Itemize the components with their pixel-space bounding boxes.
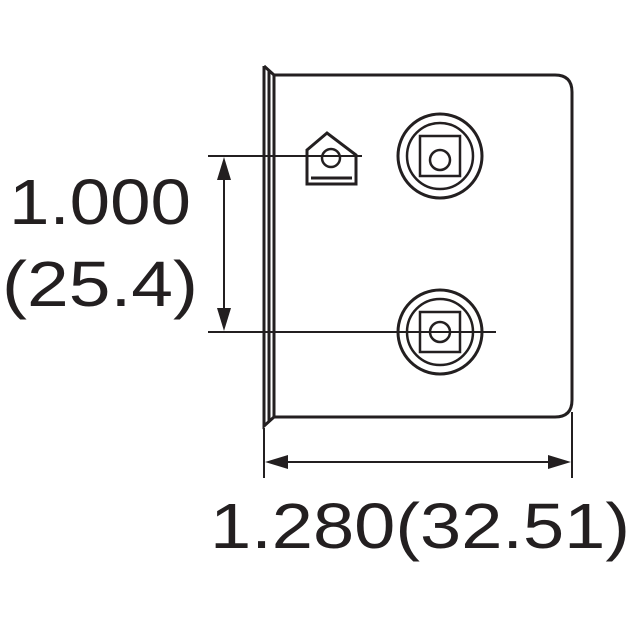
package-body <box>262 64 574 430</box>
arrowhead-right <box>548 455 571 469</box>
width-dimension-label: 1.280(32.51) <box>210 490 630 562</box>
width-dimension-lines <box>263 412 573 478</box>
height-dimension-lines <box>208 155 496 333</box>
height-dimension-mm: (25.4) <box>2 248 198 320</box>
arrowhead-up <box>217 157 231 180</box>
terminal-upper <box>396 112 484 200</box>
ground-terminal <box>305 131 358 186</box>
arrowhead-left <box>265 455 288 469</box>
arrowhead-down <box>217 308 231 331</box>
height-dimension-inches: 1.000 <box>9 166 191 238</box>
